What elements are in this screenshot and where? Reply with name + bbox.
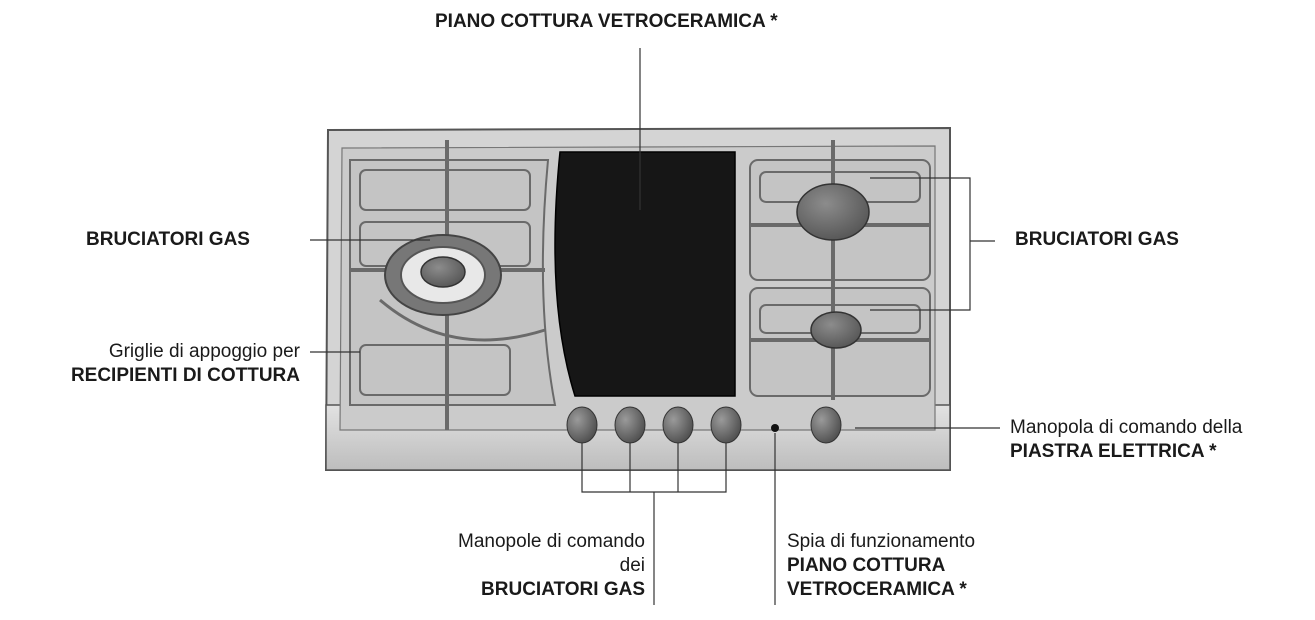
gas-knob-2 bbox=[614, 406, 646, 444]
label-gas-knobs-line3: BRUCIATORI GAS bbox=[481, 579, 645, 600]
label-burners-right: BRUCIATORI GAS bbox=[1015, 229, 1179, 250]
label-pan-grids-line1: Griglie di appoggio per bbox=[108, 341, 300, 362]
label-indicator-line2: PIANO COTTURA bbox=[787, 555, 946, 576]
gas-knob-3 bbox=[662, 406, 694, 444]
label-pan-grids: Griglie di appoggio per RECIPIENTI DI CO… bbox=[0, 340, 300, 388]
label-gas-knobs-line2: dei bbox=[619, 555, 645, 576]
label-indicator-line3: VETROCERAMICA * bbox=[787, 579, 967, 600]
ceramic-glass-zone bbox=[554, 151, 736, 397]
label-indicator-line1: Spia di funzionamento bbox=[787, 531, 976, 552]
label-electric-knob-line2: PIASTRA ELETTRICA * bbox=[1010, 441, 1217, 462]
label-electric-knob: Manopola di comando della PIASTRA ELETTR… bbox=[1010, 416, 1242, 464]
label-gas-knobs-line1: Manopole di comando bbox=[458, 531, 645, 552]
large-gas-burner bbox=[384, 234, 502, 316]
indicator-light bbox=[771, 424, 779, 432]
gas-knobs bbox=[566, 406, 742, 444]
gas-knob-4 bbox=[710, 406, 742, 444]
right-pan-grid bbox=[749, 140, 931, 400]
right-bottom-gas-burner bbox=[810, 311, 862, 349]
label-pan-grids-line2: RECIPIENTI DI COTTURA bbox=[70, 365, 300, 386]
leader-lines bbox=[310, 48, 1000, 605]
label-ceramic-top: PIANO COTTURA VETROCERAMICA * bbox=[435, 11, 778, 32]
label-gas-knobs: Manopole di comando dei BRUCIATORI GAS bbox=[370, 530, 645, 602]
electric-plate-knob bbox=[810, 406, 842, 444]
label-indicator: Spia di funzionamento PIANO COTTURA VETR… bbox=[787, 530, 975, 602]
label-electric-knob-line1: Manopola di comando della bbox=[1010, 417, 1243, 438]
gas-knob-1 bbox=[566, 406, 598, 444]
right-top-gas-burner bbox=[796, 183, 870, 241]
label-burners-left: BRUCIATORI GAS bbox=[86, 229, 250, 250]
